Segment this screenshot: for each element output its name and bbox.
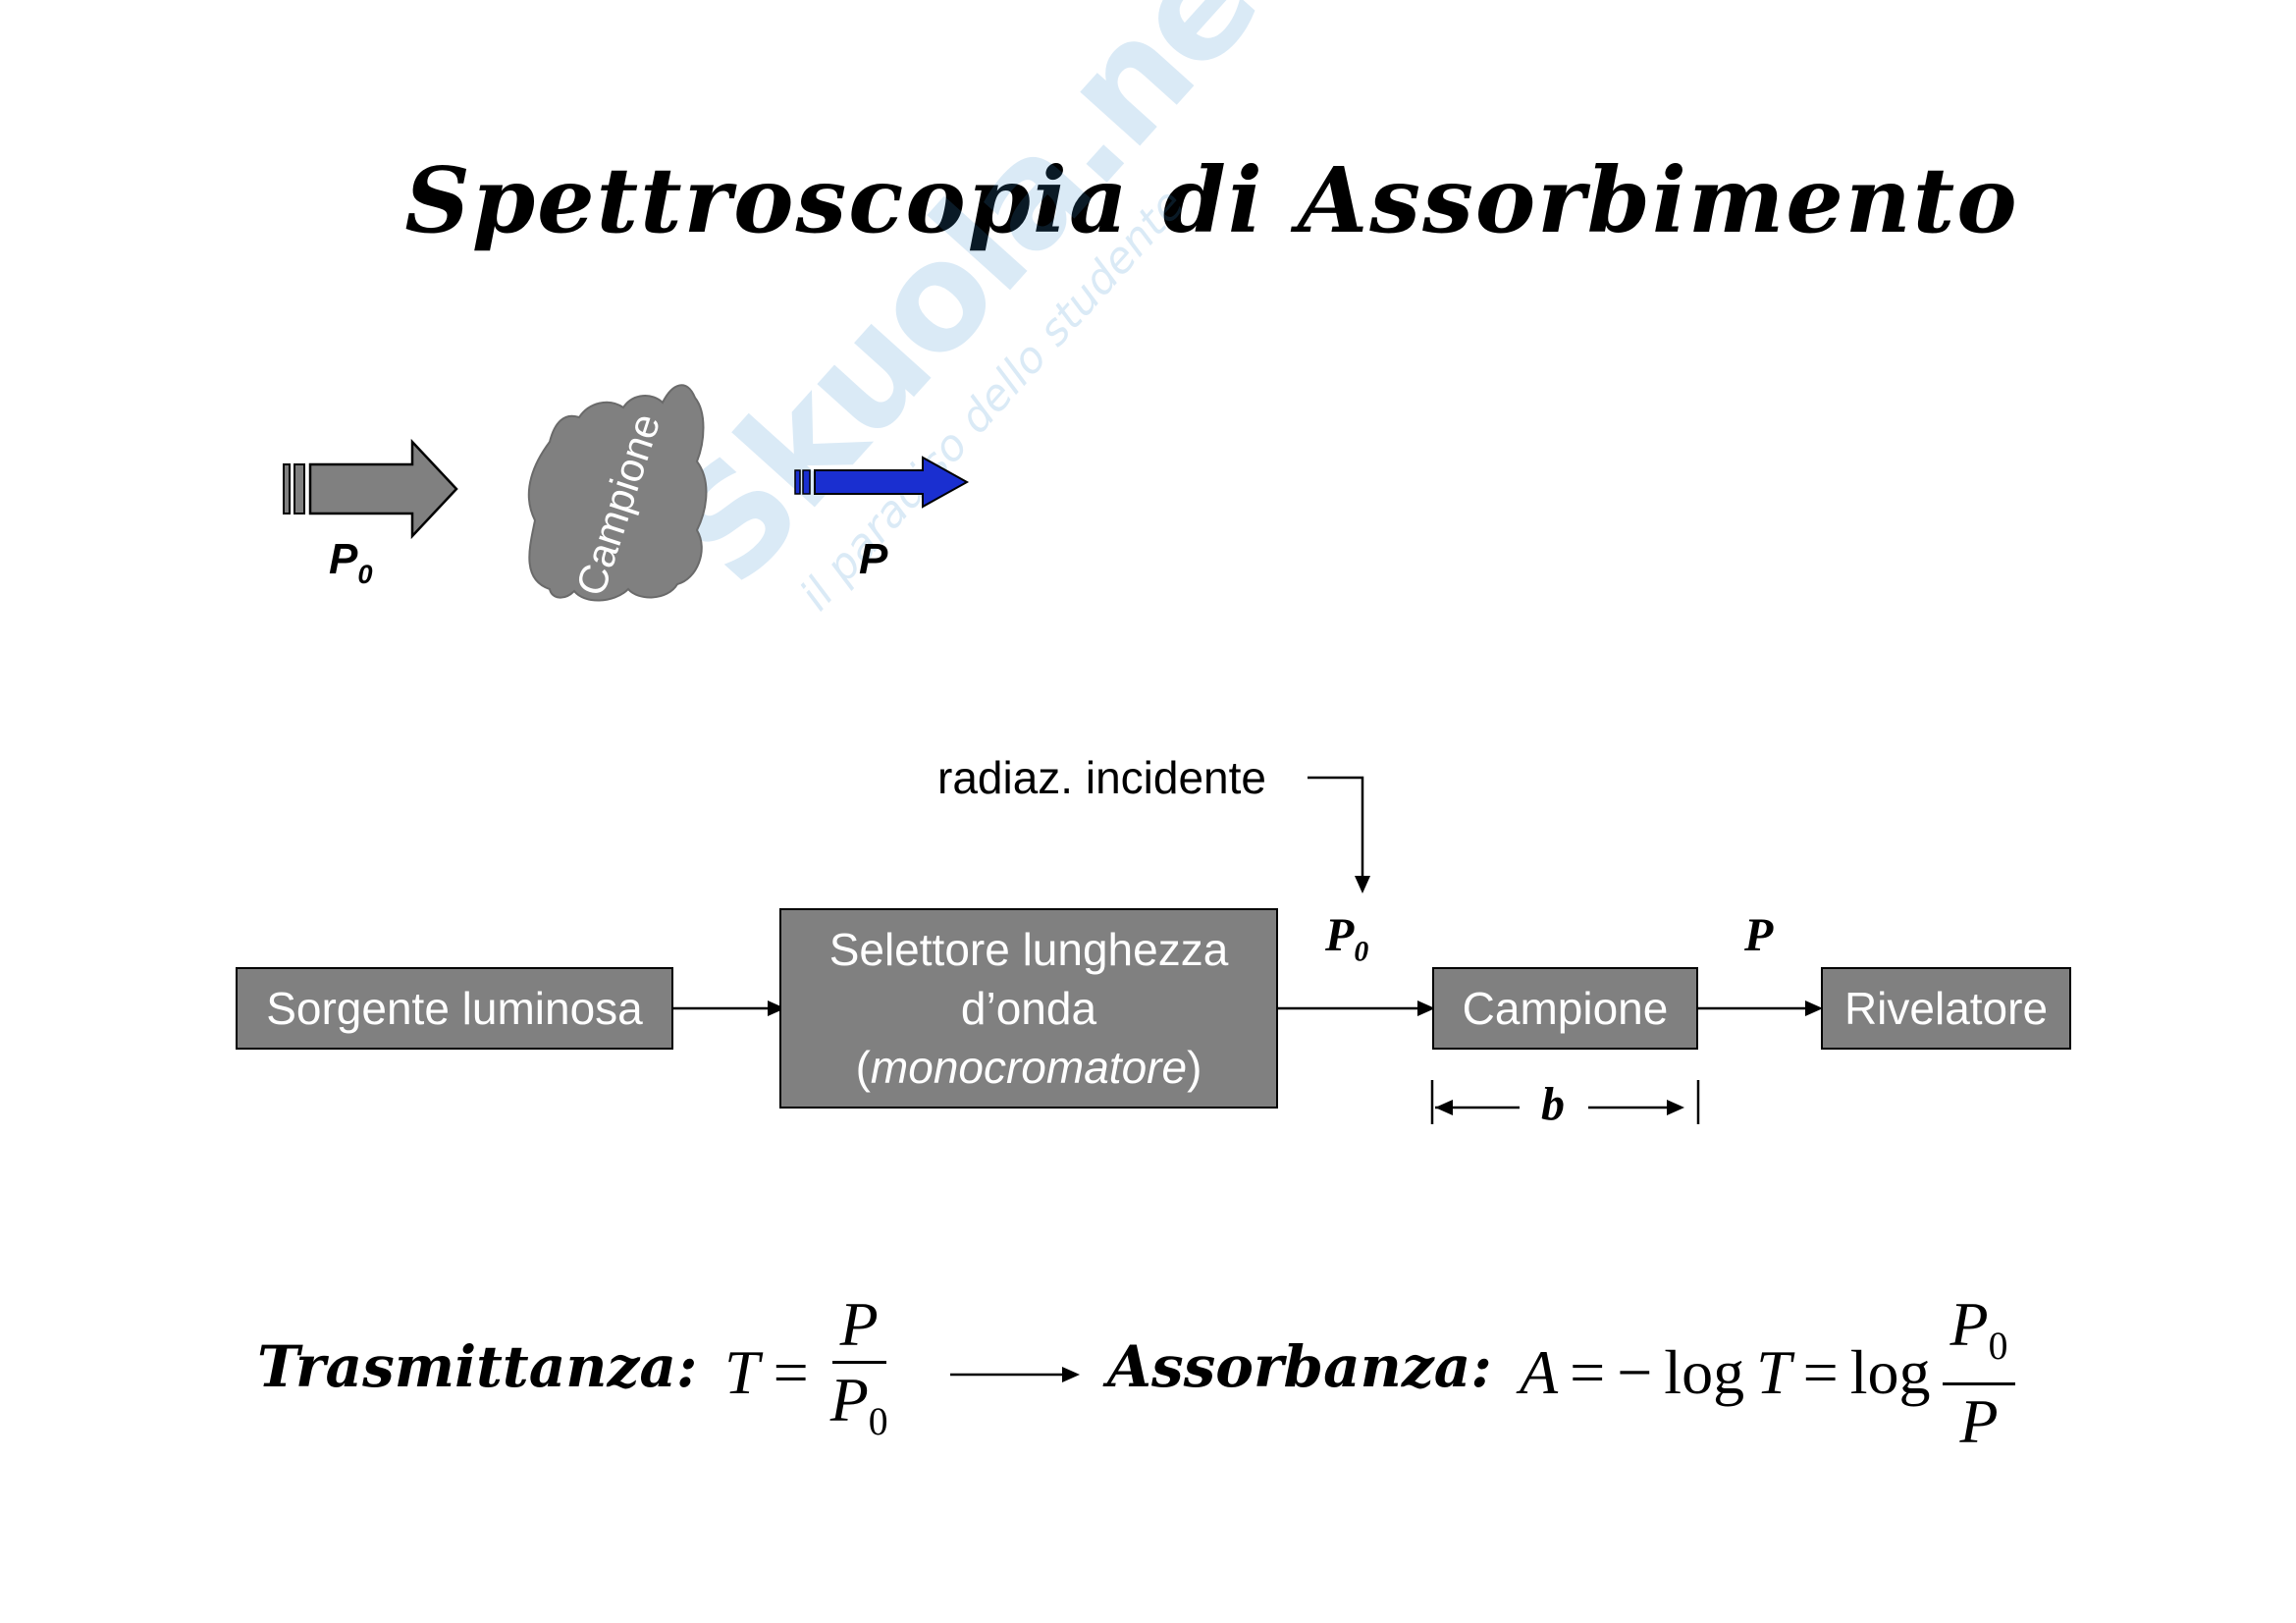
wavelength-selector-box: Selettore lunghezza d’onda (monocromator… xyxy=(779,908,1278,1109)
transmitted-arrow xyxy=(794,456,970,509)
light-source-box: Sorgente luminosa xyxy=(236,967,673,1050)
incident-power-p0-label: P0 xyxy=(1325,909,1369,968)
transmitted-power-label: P xyxy=(859,535,888,583)
sample-cloud xyxy=(527,384,708,602)
incident-arrow xyxy=(283,438,458,540)
path-length-label: b xyxy=(1541,1078,1565,1130)
page-title: Spettroscopia di Assorbimento xyxy=(404,147,2019,253)
absorbance-label: Assorbanza: xyxy=(1107,1333,1492,1400)
transmittance-fraction: P P0 xyxy=(829,1289,888,1443)
transmittance-label: Trasmittanza: xyxy=(257,1333,698,1400)
incident-radiation-annotation: radiaz. incidente xyxy=(937,752,1266,803)
incident-power-label: P0 xyxy=(329,535,373,589)
absorbance-formula: A = − log T = log P0 P xyxy=(1520,1288,2016,1458)
detector-box: Rivelatore xyxy=(1821,967,2071,1050)
diagram-arrowheads xyxy=(768,876,1823,1382)
sample-box: Campione xyxy=(1432,967,1698,1050)
transmittance-formula: T = P P0 xyxy=(724,1288,896,1458)
transmitted-power-p-label: P xyxy=(1744,909,1774,961)
absorbance-fraction: P0 P xyxy=(1942,1288,2016,1458)
